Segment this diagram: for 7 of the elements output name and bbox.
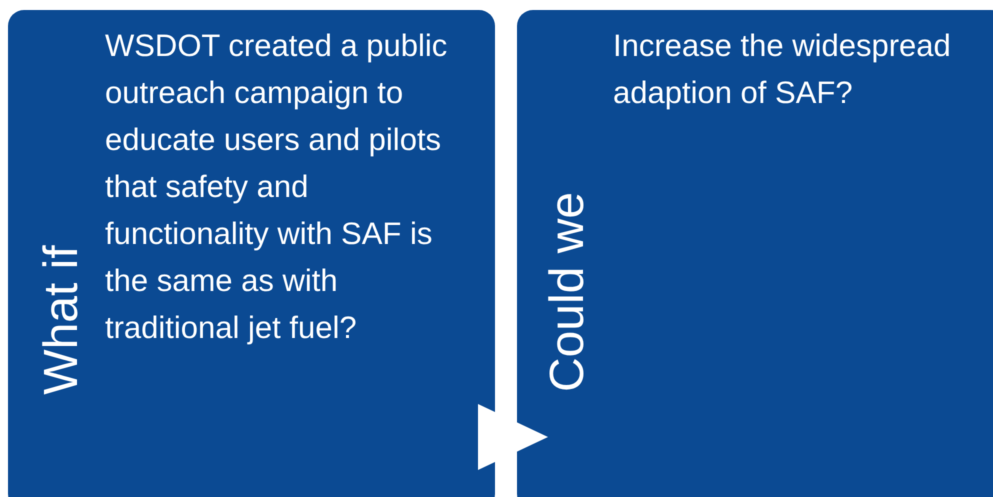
heading: Could we: [544, 192, 592, 392]
body-text: WSDOT created a public outreach campaign to educate users and pilots that safety and functionality with SAF is the same as with traditional jet fuel?: [105, 27, 448, 347]
process-box: [8, 10, 495, 497]
arrow: [478, 404, 548, 470]
body-text: Increase the widespread adaption of SAF?: [613, 27, 952, 112]
process-box: [517, 10, 993, 497]
heading: What if: [38, 245, 86, 395]
